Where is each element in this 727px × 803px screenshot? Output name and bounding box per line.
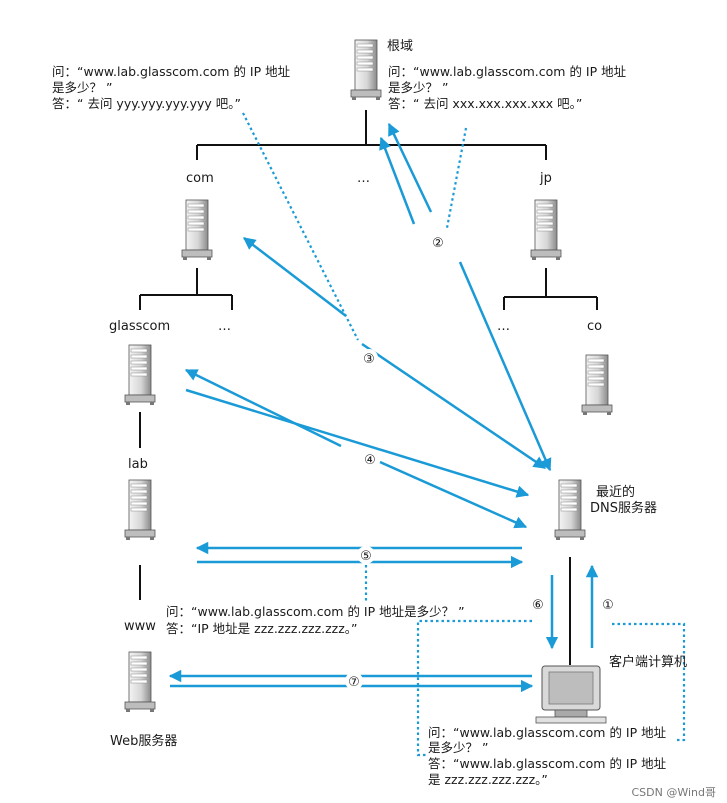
root-label: 根域 (387, 39, 413, 54)
lab-label: lab (128, 457, 148, 472)
web-server-label: Web服务器 (110, 733, 177, 749)
step-1-label: ① (602, 598, 614, 613)
qa-root-left-a1: 答：“ 去问 yyy.yyy.yyy.yyy 吧。” (52, 96, 241, 111)
tree-lines (139, 110, 598, 665)
www-label: www (124, 619, 156, 634)
client-computer-icon (535, 665, 607, 724)
step-5-label: ⑤ (360, 549, 372, 564)
qa-client-q2: 是多少？ ” (428, 740, 488, 755)
client-label: 客户端计算机 (609, 654, 687, 670)
arrows (168, 122, 599, 693)
qa-lab-a1: 答：“IP 地址是 zzz.zzz.zzz.zzz。” (166, 621, 358, 636)
glasscom-label: glasscom (109, 319, 170, 334)
step-badges: ② ③ ④ ⑤ ⑥ ① ⑦ (345, 233, 617, 690)
server-glasscom-icon (124, 344, 156, 406)
dotted-leaders (242, 112, 686, 757)
qa-client: 问：“www.lab.glasscom.com 的 IP 地址 是多少？ ” 答… (428, 725, 667, 787)
dots-jp-label: … (497, 319, 510, 334)
step-2-label: ② (432, 236, 444, 251)
dots-com-label: … (218, 319, 231, 334)
qa-root-right-a1: 答：“ 去问 xxx.xxx.xxx.xxx 吧。” (388, 96, 582, 111)
server-co-icon (581, 354, 613, 416)
qa-client-q1: 问：“www.lab.glasscom.com 的 IP 地址 (428, 725, 667, 740)
server-com-icon (181, 199, 213, 261)
qa-root-right-q1: 问：“www.lab.glasscom.com 的 IP 地址 (388, 64, 627, 79)
dns-label-line1: 最近的 (596, 484, 635, 500)
watermark: CSDN @Wind哥 (631, 786, 716, 799)
qa-lab-q1: 问：“www.lab.glasscom.com 的 IP 地址是多少？ ” (166, 604, 465, 619)
server-lab-icon (124, 479, 156, 541)
qa-root-left-q2: 是多少？ ” (52, 80, 112, 95)
server-root-icon (350, 39, 382, 101)
step-7-label: ⑦ (348, 675, 360, 690)
dots-top-label: … (357, 171, 370, 186)
qa-root-right: 问：“www.lab.glasscom.com 的 IP 地址 是多少？ ” 答… (388, 64, 627, 111)
step-4-label: ④ (364, 453, 376, 468)
qa-client-a2: 是 zzz.zzz.zzz.zzz。” (428, 772, 548, 787)
step-3-label: ③ (363, 352, 375, 367)
step-6-label: ⑥ (532, 598, 544, 613)
jp-label: jp (539, 171, 552, 186)
server-jp-icon (530, 199, 562, 261)
qa-lab: 问：“www.lab.glasscom.com 的 IP 地址是多少？ ” 答：… (166, 604, 465, 636)
co-label: co (587, 319, 602, 334)
dns-label-line2: DNS服务器 (590, 500, 657, 516)
server-web-icon (124, 651, 156, 713)
com-label: com (186, 171, 214, 186)
server-dns-icon (554, 479, 586, 541)
qa-root-left: 问：“www.lab.glasscom.com 的 IP 地址 是多少？ ” 答… (52, 64, 291, 111)
qa-root-left-q1: 问：“www.lab.glasscom.com 的 IP 地址 (52, 64, 291, 79)
qa-client-a1: 答：“www.lab.glasscom.com 的 IP 地址 (428, 756, 667, 771)
qa-root-right-q2: 是多少？ ” (388, 80, 448, 95)
